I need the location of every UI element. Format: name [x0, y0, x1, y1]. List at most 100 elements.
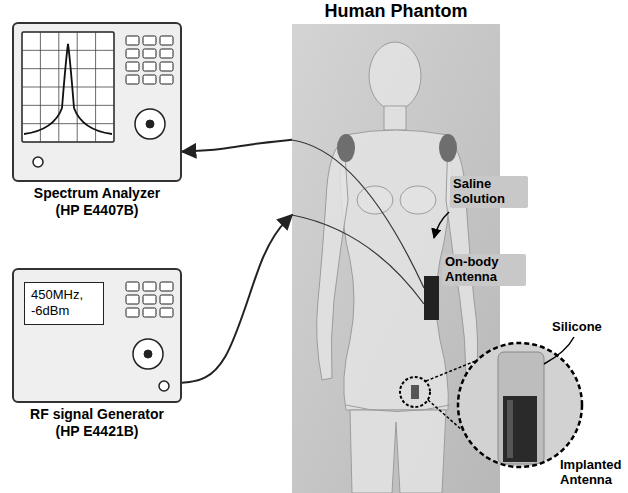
- panel-button: [126, 308, 139, 317]
- instrument-label: Spectrum Analyzer (HP E4407B): [23, 185, 171, 219]
- panel-button: [143, 62, 156, 71]
- panel-button: [143, 36, 156, 45]
- panel-button: [126, 75, 139, 84]
- mannequin-arm: [317, 140, 348, 380]
- implant-small: [411, 385, 419, 399]
- shoulder-joint: [439, 134, 457, 162]
- coax-cable: [182, 215, 292, 383]
- on-body-antenna: [424, 276, 439, 320]
- zoom-spot: [400, 377, 430, 407]
- panel-button: [126, 62, 139, 71]
- instrument-knob: [133, 339, 163, 369]
- analyzer-screen: [22, 32, 114, 142]
- panel-button: [160, 36, 173, 45]
- knob-center: [146, 120, 154, 128]
- screen-grid: [22, 87, 114, 88]
- zoom-circle: [458, 343, 582, 467]
- panel-button: [126, 295, 139, 304]
- panel-button: [160, 75, 173, 84]
- panel-button: [143, 49, 156, 58]
- panel-button: [126, 282, 139, 291]
- panel-button: [126, 295, 139, 304]
- instrument-label: RF signal Generator (HP E4421B): [23, 406, 171, 440]
- callout-label: Implanted Antenna: [560, 458, 624, 488]
- panel-button: [160, 282, 173, 291]
- instrument-knob: [133, 339, 163, 369]
- panel-button: [143, 75, 156, 84]
- panel-button: [160, 62, 173, 71]
- rf-port: [33, 157, 43, 167]
- spectrum-trace: [24, 44, 112, 134]
- panel-button: [126, 49, 139, 58]
- shoulder-joint: [337, 134, 355, 162]
- panel-button: [160, 75, 173, 84]
- panel-button: [160, 62, 173, 71]
- knob-center: [144, 350, 152, 358]
- leader-line: [544, 337, 574, 364]
- panel-button: [143, 62, 156, 71]
- panel-button: [160, 36, 173, 45]
- instrument-knob: [135, 109, 165, 139]
- mannequin-legs: [350, 410, 446, 493]
- panel-button: [126, 75, 139, 84]
- panel-button: [126, 36, 139, 45]
- rf-port: [33, 157, 43, 167]
- knob-center: [146, 120, 154, 128]
- knob-center: [144, 350, 152, 358]
- display-readout: 450MHz, -6dBm: [24, 282, 104, 325]
- coax-wire: [292, 140, 424, 288]
- antenna-highlight: [507, 400, 513, 458]
- screen-grid: [22, 87, 114, 88]
- mannequin-neck: [384, 106, 406, 130]
- panel-button: [143, 36, 156, 45]
- panel-button: [143, 282, 156, 291]
- screen-grid: [22, 123, 114, 124]
- instrument-panel: [14, 24, 180, 180]
- panel-button: [126, 49, 139, 58]
- screen-grid: [22, 68, 114, 69]
- panel-button: [126, 282, 139, 291]
- mannequin-waist: [346, 405, 450, 412]
- rf-port: [159, 381, 169, 391]
- figure-heading: Human Phantom: [292, 1, 500, 24]
- mannequin-chest: [357, 186, 393, 214]
- instrument-knob: [135, 109, 165, 139]
- screen-grid: [22, 105, 114, 106]
- screen-grid: [22, 105, 114, 106]
- leader-arrow: [434, 212, 449, 238]
- mannequin-chest: [400, 186, 436, 214]
- panel-button: [160, 295, 173, 304]
- callout-label: Silicone: [552, 320, 602, 335]
- panel-button: [160, 49, 173, 58]
- panel-button: [143, 282, 156, 291]
- coax-wire: [292, 215, 424, 304]
- signal-generator: 450MHz, -6dBmRF signal Generator (HP E44…: [12, 268, 182, 403]
- analyzer-screen: [22, 32, 114, 142]
- callout-label: On-body Antenna: [442, 254, 526, 286]
- panel-button: [143, 295, 156, 304]
- mannequin-head: [369, 42, 421, 110]
- panel-button: [143, 49, 156, 58]
- spectrum-analyzer: Spectrum Analyzer (HP E4407B): [12, 22, 182, 182]
- screen-grid: [22, 68, 114, 69]
- mannequin-torso: [340, 130, 452, 410]
- implanted-antenna: [503, 396, 537, 462]
- zoom-photo: [456, 341, 586, 471]
- panel-button: [160, 282, 173, 291]
- panel-button: [143, 308, 156, 317]
- silicone-coat: [498, 352, 544, 464]
- screen-grid: [22, 123, 114, 124]
- panel-button: [143, 75, 156, 84]
- panel-button: [160, 308, 173, 317]
- panel-button: [143, 295, 156, 304]
- panel-button: [126, 62, 139, 71]
- panel-button: [160, 308, 173, 317]
- zoom-ground: [456, 341, 586, 471]
- panel-button: [126, 36, 139, 45]
- spectrum-trace: [24, 44, 112, 134]
- rf-port: [159, 381, 169, 391]
- callout-label: Saline Solution: [450, 176, 528, 208]
- panel-button: [126, 308, 139, 317]
- panel-button: [160, 295, 173, 304]
